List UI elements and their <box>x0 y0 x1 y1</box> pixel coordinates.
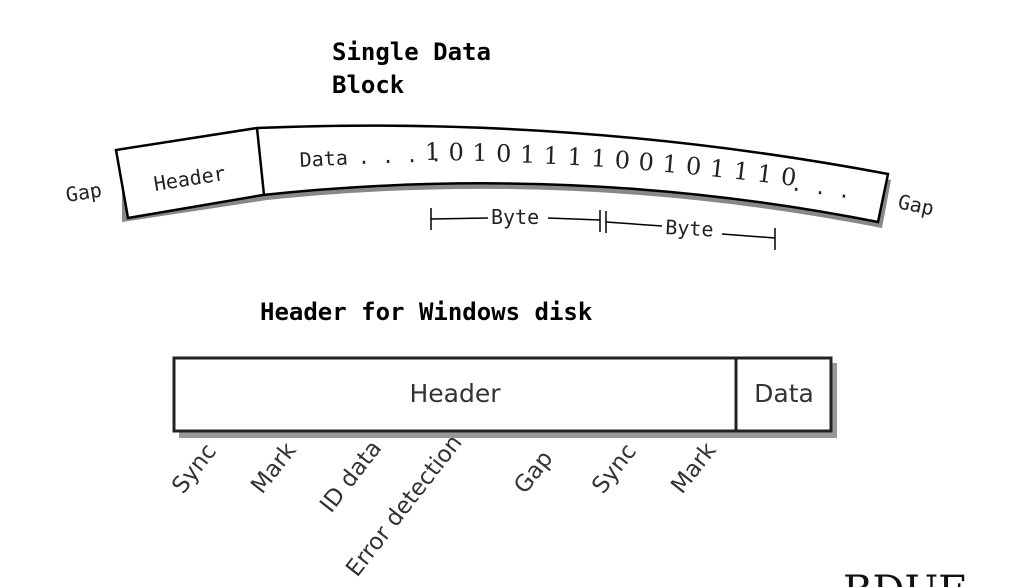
bit-digit: 1 <box>590 144 607 173</box>
bit-digit: 0 <box>638 148 655 177</box>
byte-label-1: Byte <box>491 205 539 229</box>
field-label: Sync <box>587 439 642 499</box>
header-bar-data-label: Data <box>754 379 814 408</box>
bit-digit: 0 <box>614 146 631 175</box>
data-block-outline <box>114 124 890 224</box>
gap-right-label: Gap <box>896 189 936 220</box>
title-line-2: Block <box>332 71 405 99</box>
byte-marker-1: Byte <box>430 205 601 232</box>
title-line-1: Single Data <box>332 38 491 66</box>
byte-label-2: Byte <box>665 215 714 241</box>
bit-digit: 1 <box>567 143 584 172</box>
field-label: Mark <box>246 437 302 498</box>
header-section-title: Header for Windows disk <box>260 298 593 326</box>
byte-marker-2: Byte <box>605 211 776 250</box>
leading-dots: . . . . <box>357 142 442 169</box>
gap-left-label: Gap <box>64 178 103 207</box>
bit-digit: 1 <box>661 150 679 179</box>
bit-digit: 1 <box>543 142 559 171</box>
bit-digit: 0 <box>779 162 798 192</box>
field-label: ID data <box>315 436 387 518</box>
block-data-label: Data <box>299 146 348 172</box>
bit-digit: 0 <box>685 152 703 181</box>
bit-digit: 0 <box>449 138 464 166</box>
bit-digit: 1 <box>425 138 441 166</box>
bit-digit: 1 <box>520 141 536 169</box>
header-divider <box>255 127 266 196</box>
bit-digit: 1 <box>756 159 775 189</box>
field-label: Gap <box>509 446 558 499</box>
corner-text: BDUF <box>843 568 966 587</box>
bit-digit: 1 <box>732 157 750 187</box>
bit-digit: 0 <box>496 140 512 168</box>
bit-digit: 1 <box>708 154 726 183</box>
field-label: Mark <box>666 437 722 498</box>
bit-digit: 1 <box>472 139 487 167</box>
header-bar-header-label: Header <box>409 379 501 408</box>
field-label: Sync <box>167 439 222 499</box>
header-bar <box>172 356 833 433</box>
